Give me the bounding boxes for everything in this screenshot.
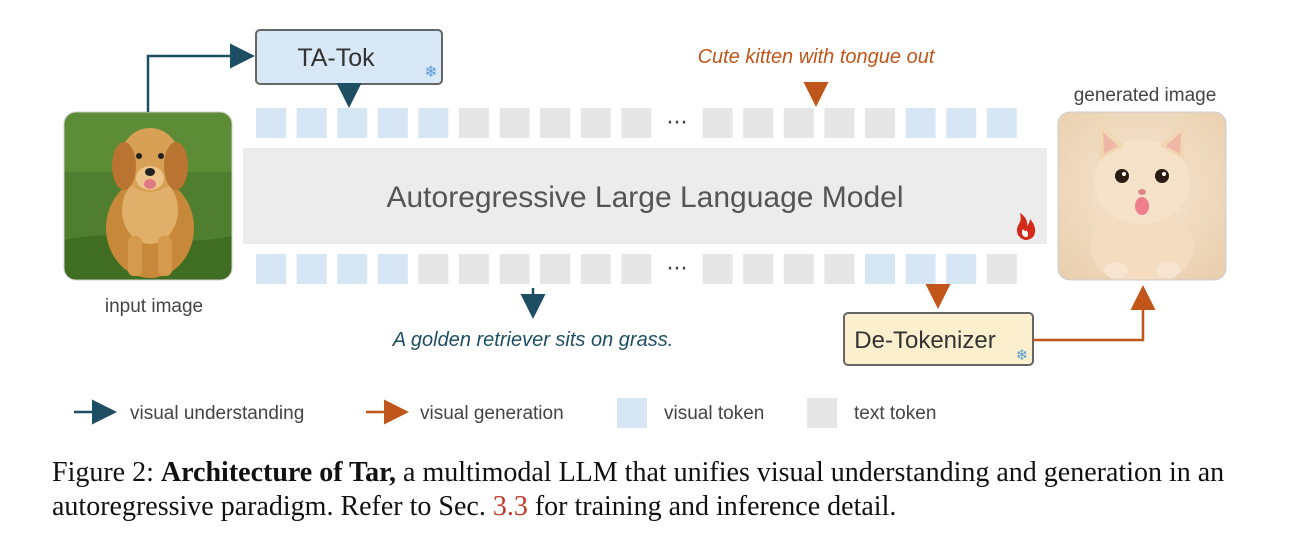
tatok-label: TA-Tok (297, 44, 375, 72)
token-ellipsis: ··· (667, 257, 688, 282)
visual-token (256, 108, 286, 138)
llm-box (243, 148, 1047, 244)
text-token (621, 108, 652, 138)
visual-token (296, 254, 327, 284)
token-ellipsis: ··· (667, 111, 688, 136)
visual-token (418, 108, 449, 138)
text-token (824, 254, 855, 284)
visual-token (256, 254, 286, 284)
text-token (459, 108, 489, 138)
fire-icon (1017, 213, 1036, 240)
visual-token (865, 254, 895, 284)
text-token (865, 108, 895, 138)
visual-token (905, 254, 936, 284)
text-token (783, 108, 814, 138)
arrow-detokenizer-to-generated (1033, 285, 1156, 342)
text-token (824, 108, 855, 138)
text-token (499, 254, 530, 284)
svg-text:visual token: visual token (664, 403, 764, 424)
figure-caption: Figure 2: Architecture of Tar, a multimo… (52, 456, 1262, 524)
text-token (540, 108, 571, 138)
snowflake-icon: ❄ (1016, 346, 1029, 364)
text-token (580, 254, 611, 284)
section-reference-link[interactable]: 3.3 (492, 491, 528, 522)
input-image (63, 111, 233, 281)
text-token (783, 254, 814, 284)
legend-generation: visual generation (366, 399, 564, 425)
svg-text:visual understanding: visual understanding (130, 403, 304, 424)
caption-body: a multimodal LLM that unifies visual und… (52, 457, 1225, 522)
generated-image (1057, 111, 1227, 281)
text-token (743, 254, 774, 284)
text-token (986, 254, 1017, 284)
text-token (418, 254, 449, 284)
detokenizer-label: De-Tokenizer (854, 327, 995, 354)
visual-token (946, 108, 977, 138)
svg-text:text token: text token (854, 403, 936, 424)
snowflake-icon: ❄ (424, 62, 437, 81)
input-image-label: input image (105, 296, 203, 317)
text-token (621, 254, 652, 284)
visual-token (296, 108, 327, 138)
caption-body-end: for training and inference detail. (527, 491, 897, 522)
architecture-diagram: Autoregressive Large Language Model ··· … (63, 29, 1227, 428)
visual-token (337, 254, 368, 284)
text-token (702, 254, 733, 284)
caption-prefix: Figure 2: (52, 457, 161, 488)
legend-text-token: text token (807, 398, 936, 428)
prompt-text: Cute kitten with tongue out (698, 46, 936, 68)
legend-visual-token: visual token (617, 398, 764, 428)
text-token (499, 108, 530, 138)
llm-label: Autoregressive Large Language Model (386, 181, 903, 214)
visual-token (905, 108, 936, 138)
arrow-input-to-tatok (146, 43, 255, 112)
text-token (702, 108, 733, 138)
legend-understanding: visual understanding (74, 399, 304, 425)
visual-token (337, 108, 368, 138)
text-token (540, 254, 571, 284)
text-token (459, 254, 489, 284)
svg-text:visual generation: visual generation (420, 403, 564, 424)
text-token (743, 108, 774, 138)
visual-token (377, 254, 408, 284)
output-text: A golden retriever sits on grass. (392, 329, 674, 351)
token-row-bottom: ··· (256, 254, 1017, 284)
generated-image-label: generated image (1074, 85, 1217, 106)
visual-token (986, 108, 1017, 138)
visual-token (946, 254, 977, 284)
caption-title: Architecture of Tar, (160, 457, 397, 488)
text-token (580, 108, 611, 138)
visual-token (377, 108, 408, 138)
legend: visual understanding visual generation v… (74, 398, 936, 428)
token-row-top: ··· (256, 108, 1017, 138)
